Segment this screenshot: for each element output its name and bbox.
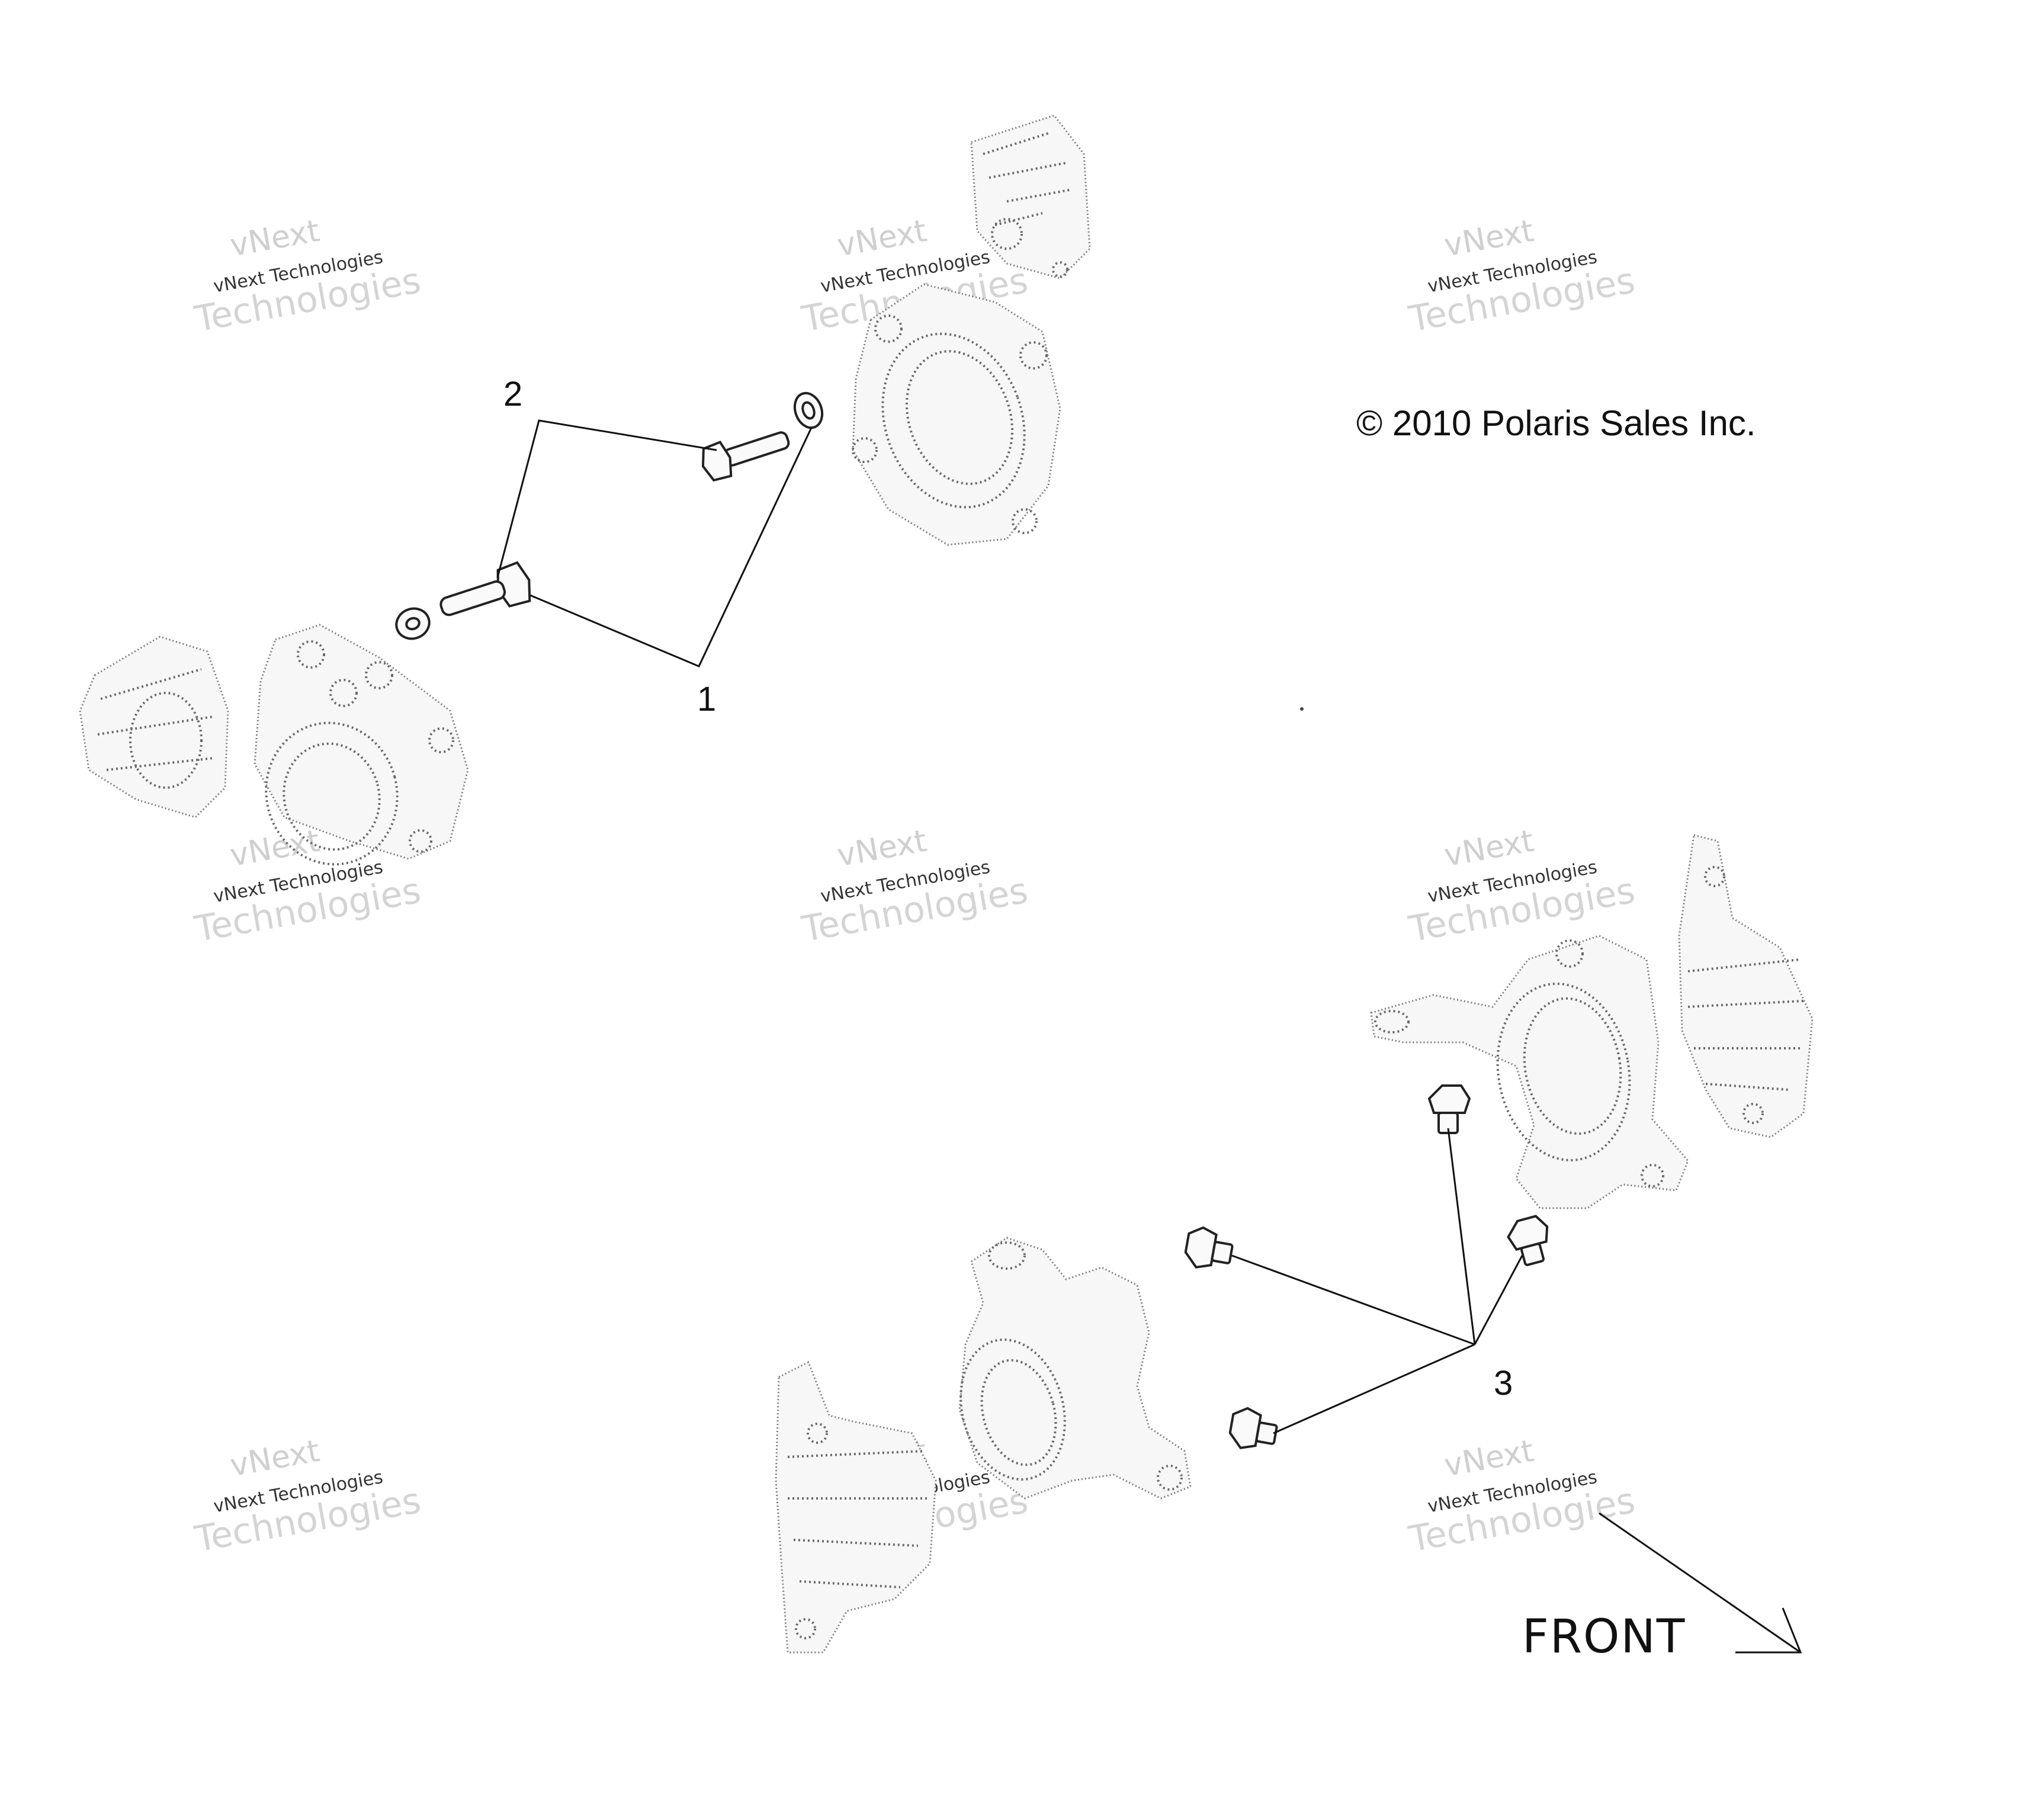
hub-knuckle-upper-right [852, 283, 1061, 546]
watermark-row-1-col-1: vNext vNext Technologies Technologies [191, 213, 424, 341]
watermark-text: vNext [1442, 1433, 1536, 1484]
watermark-text: vNext [835, 213, 929, 264]
caliper-upper-right [970, 114, 1091, 280]
watermark-text: vNext [835, 823, 929, 874]
stray-dot [1300, 707, 1304, 711]
bolt-upper-left [439, 561, 531, 617]
caliper-upper-left [79, 635, 229, 818]
copyright-notice: © 2010 Polaris Sales Inc. [1356, 403, 1756, 443]
watermark-text: vNext [227, 1433, 322, 1484]
flange-bolt-bottom [1228, 1407, 1278, 1449]
watermark-row-2-col-2: vNext vNext Technologies Technologies [798, 823, 1031, 951]
knuckle-lower-left [958, 1237, 1192, 1500]
callout-3: 3 [1494, 1364, 1513, 1402]
front-arrow-icon [1599, 1512, 1802, 1654]
watermark-text: vNext [1442, 213, 1536, 264]
front-direction-label: FRONT [1522, 1610, 1686, 1664]
callout-2: 2 [503, 375, 522, 413]
hub-knuckle-upper-left [253, 624, 469, 866]
leader-lines-lower [1231, 1128, 1523, 1434]
watermark-text: vNext [227, 213, 322, 264]
bolt-upper-right [701, 431, 790, 482]
caliper-lower-right [1678, 834, 1814, 1138]
caliper-lower-left [775, 1360, 937, 1654]
washer-upper-left-inner [405, 617, 421, 631]
leader-lines-upper [496, 419, 813, 667]
flange-bolt-right [1507, 1215, 1549, 1266]
watermark-row-3-col-1: vNext vNext Technologies Technologies [191, 1433, 424, 1561]
knuckle-lower-right [1370, 935, 1689, 1209]
flange-bolt-left [1184, 1226, 1234, 1269]
watermark-text: vNext [1442, 823, 1536, 874]
watermark-row-1-col-3: vNext vNext Technologies Technologies [1405, 213, 1638, 341]
callout-1: 1 [697, 680, 716, 718]
watermark-text: vNext [227, 823, 322, 874]
washer-upper-right-inner [801, 401, 816, 420]
watermark-row-3-col-3: vNext vNext Technologies Technologies [1405, 1433, 1638, 1561]
flange-bolt-top [1427, 1084, 1471, 1134]
watermark-row-2-col-3: vNext vNext Technologies Technologies [1405, 823, 1638, 951]
